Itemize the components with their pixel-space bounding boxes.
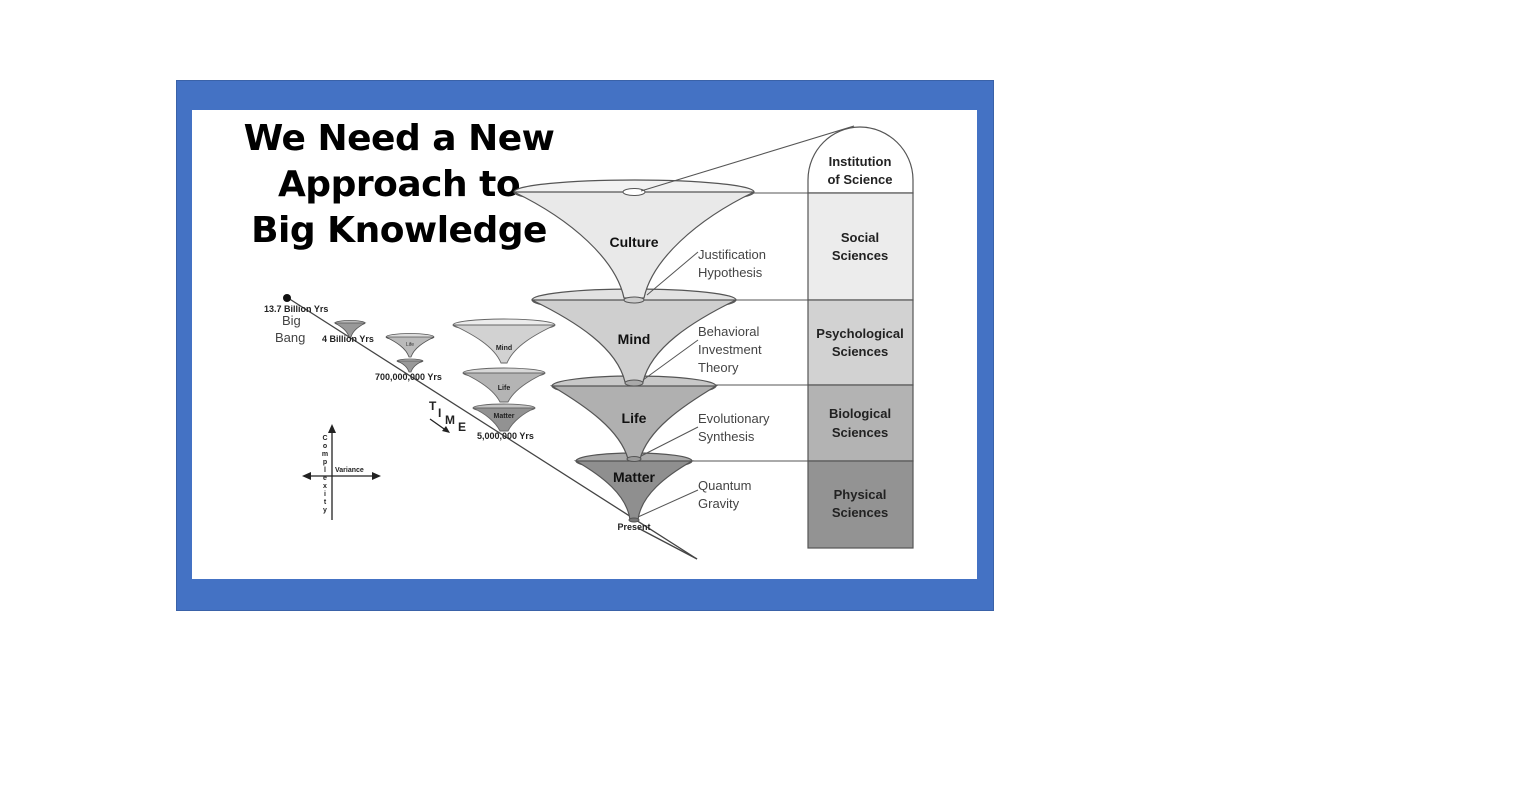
svg-text:x: x: [323, 483, 327, 490]
institution-dome: [807, 126, 914, 194]
svg-text:of Science: of Science: [827, 172, 892, 187]
institution-column: [807, 126, 914, 549]
small-mind-label: Mind: [496, 345, 512, 352]
svg-text:Synthesis: Synthesis: [698, 429, 755, 444]
svg-text:E: E: [458, 420, 466, 434]
psychological-sciences-block: [807, 299, 914, 386]
theory-justification-hypothesis: Justification Hypothesis: [698, 247, 766, 280]
svg-text:Evolutionary: Evolutionary: [698, 411, 770, 426]
svg-text:M: M: [445, 413, 455, 427]
svg-text:Quantum: Quantum: [698, 478, 751, 493]
physical-sciences-label: Physical Sciences: [832, 487, 888, 520]
title-line-2: Approach to: [277, 164, 521, 205]
svg-text:I: I: [438, 406, 441, 420]
svg-text:Physical: Physical: [834, 487, 887, 502]
physical-sciences-block: [807, 460, 914, 549]
small-life-label: Life: [406, 342, 414, 348]
svg-text:Justification: Justification: [698, 247, 766, 262]
theory-callouts: [637, 251, 699, 518]
svg-text:m: m: [322, 451, 328, 458]
svg-text:Social: Social: [841, 230, 879, 245]
complexity-axis-label: C o m p l e x i t y: [322, 435, 328, 514]
funnel-mind-label: Mind: [618, 331, 651, 347]
svg-text:Sciences: Sciences: [832, 505, 888, 520]
big-bang-label-1: Big: [282, 313, 301, 328]
biological-sciences-block: [807, 384, 914, 462]
svg-text:Sciences: Sciences: [832, 344, 888, 359]
svg-text:l: l: [324, 467, 326, 474]
time-label: T I M E: [429, 399, 466, 434]
title-line-3: Big Knowledge: [251, 210, 547, 251]
slide-title: We Need a New Approach to Big Knowledge: [219, 116, 579, 254]
biological-sciences-label: Biological Sciences: [829, 406, 891, 440]
big-bang-label-2: Bang: [275, 330, 305, 345]
svg-text:i: i: [324, 491, 326, 498]
slide-frame: We Need a New Approach to Big Knowledge …: [176, 80, 994, 611]
svg-text:t: t: [324, 499, 327, 506]
tree-of-knowledge-diagram: Life Mind Life Matter 13.7 Billion Yrs B…: [264, 125, 914, 560]
svg-text:T: T: [429, 399, 437, 413]
social-sciences-label: Social Sciences: [832, 230, 888, 263]
small-funnel-matter-1: [333, 320, 367, 338]
title-line-1: We Need a New: [243, 118, 555, 159]
institution-connectors: [640, 125, 855, 462]
funnel-life: Life: [549, 375, 719, 462]
funnel-matter: Matter: [573, 452, 695, 523]
theory-behavioral-investment: Behavioral Investment Theory: [698, 324, 762, 375]
svg-text:Institution: Institution: [829, 154, 892, 169]
time-arrow-icon: [429, 418, 450, 433]
svg-text:Sciences: Sciences: [832, 248, 888, 263]
svg-text:y: y: [323, 507, 327, 514]
funnel-life-label: Life: [622, 410, 647, 426]
svg-text:o: o: [323, 443, 327, 450]
svg-text:Hypothesis: Hypothesis: [698, 265, 763, 280]
svg-text:Sciences: Sciences: [832, 425, 888, 440]
svg-text:p: p: [323, 459, 327, 466]
svg-text:Theory: Theory: [698, 360, 739, 375]
present-label: Present: [617, 522, 650, 532]
small-funnel-life-2: Life: [385, 333, 435, 373]
big-bang-dot: [283, 294, 291, 302]
theory-evolutionary-synthesis: Evolutionary Synthesis: [698, 411, 770, 444]
small-funnel-mind-3: Mind Life Matter: [452, 318, 556, 432]
svg-text:Psychological: Psychological: [816, 326, 903, 341]
complexity-variance-axes: [302, 424, 381, 520]
social-sciences-block: [807, 192, 914, 301]
svg-text:C: C: [322, 435, 327, 442]
psychological-sciences-label: Psychological Sciences: [816, 326, 903, 359]
time-line-end: [637, 527, 698, 560]
svg-text:e: e: [323, 475, 327, 482]
big-bang-time-label: 13.7 Billion Yrs: [264, 304, 328, 314]
funnel-culture-label: Culture: [610, 234, 659, 250]
small-matter-label: Matter: [493, 413, 514, 420]
diagram-panel: We Need a New Approach to Big Knowledge …: [192, 110, 977, 579]
variance-axis-label: Variance: [335, 467, 364, 474]
four-billion-label: 4 Billion Yrs: [322, 334, 374, 344]
funnel-culture: Culture: [513, 179, 755, 304]
funnel-matter-label: Matter: [613, 469, 656, 485]
svg-text:Investment: Investment: [698, 342, 762, 357]
small-life-label-2: Life: [498, 385, 511, 392]
institution-header: Institution of Science: [827, 154, 892, 187]
svg-text:Behavioral: Behavioral: [698, 324, 760, 339]
five-million-label: 5,000,000 Yrs: [477, 431, 534, 441]
svg-text:Biological: Biological: [829, 406, 891, 421]
theory-quantum-gravity: Quantum Gravity: [698, 478, 751, 511]
seven-hundred-million-label: 700,000,000 Yrs: [375, 372, 442, 382]
svg-text:Gravity: Gravity: [698, 496, 740, 511]
